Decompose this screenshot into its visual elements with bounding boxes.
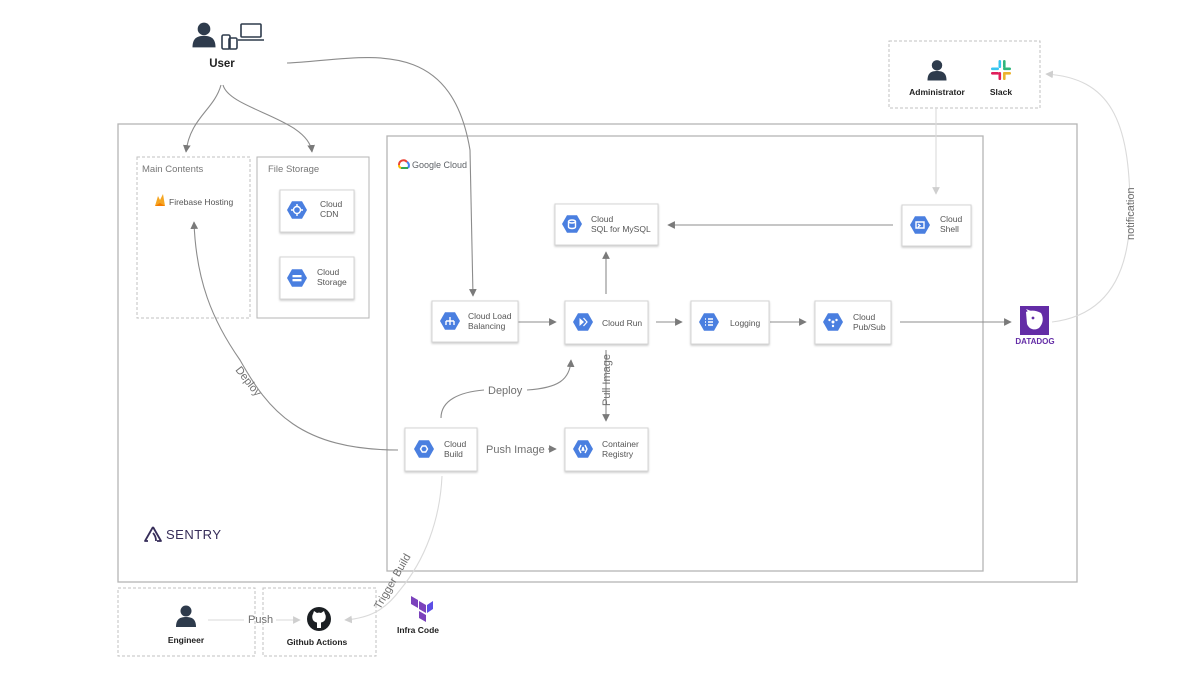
sentry-logo: SENTRY [144, 526, 222, 542]
cloud-pubsub-label-2: Pub/Sub [853, 322, 886, 332]
logging-label: Logging [730, 318, 761, 328]
edge-user-to-main-contents [182, 84, 222, 153]
administrator-label: Administrator [909, 87, 965, 97]
datadog-icon [1020, 306, 1049, 335]
infra-code-node: Infra Code [397, 596, 439, 635]
edge-build-to-cloud-run [440, 360, 571, 419]
cloud-cdn-label-2: CDN [320, 209, 338, 219]
pubsub-icon [823, 313, 843, 331]
cloud-cdn-icon [287, 201, 307, 219]
slack-icon [991, 60, 1011, 80]
cloud-shell-label-1: Cloud [940, 214, 962, 224]
container-registry-label-2: Registry [602, 449, 634, 459]
logging-icon [699, 313, 719, 331]
cloud-sql-label-2: SQL for MySQL [591, 224, 651, 234]
google-cloud-boundary [386, 135, 984, 572]
load-balancing-icon [440, 312, 460, 330]
cloud-build-label-1: Cloud [444, 439, 466, 449]
user-label: User [209, 58, 235, 70]
edge-label-push-image: Push Image [486, 444, 545, 456]
github-actions-label: Github Actions [287, 637, 348, 647]
cloud-shell-node: Cloud Shell [901, 204, 972, 247]
cloud-build-node: Cloud Build [404, 427, 478, 472]
main-contents-group [136, 156, 251, 319]
edge-build-to-firebase [190, 221, 399, 451]
infra-code-label: Infra Code [397, 625, 439, 635]
cloud-sql-node: Cloud SQL for MySQL [554, 203, 659, 246]
cloud-load-balancing-label-2: Balancing [468, 321, 506, 331]
cloud-cdn-node: Cloud CDN [279, 189, 355, 233]
datadog-node: DATADOG [1015, 306, 1055, 346]
edge-user-to-file-storage [222, 84, 315, 153]
slack-label: Slack [990, 87, 1012, 97]
firebase-icon [155, 194, 165, 206]
logging-node: Logging [690, 300, 770, 345]
github-icon [307, 607, 331, 631]
cloud-sql-icon [562, 215, 582, 233]
edge-github-to-build [344, 475, 443, 624]
cloud-load-balancing-node: Cloud Load Balancing [431, 300, 519, 343]
firebase-hosting-node: Firebase Hosting [155, 194, 234, 207]
cloud-run-icon [573, 313, 593, 331]
github-actions-node: Github Actions [287, 607, 348, 647]
cloud-pubsub-node: Cloud Pub/Sub [814, 300, 892, 345]
slack-node: Slack [990, 60, 1012, 97]
cloud-storage-label-2: Storage [317, 277, 347, 287]
edge-user-to-load-balancer [286, 57, 477, 297]
google-cloud-label: Google Cloud [412, 160, 467, 170]
google-cloud-logo: Google Cloud [398, 159, 467, 170]
edge-label-deploy-run: Deploy [488, 385, 523, 397]
edge-label-pull-image: Pull Image [601, 354, 613, 406]
edge-label-push: Push [248, 614, 273, 626]
cloud-run-node: Cloud Run [564, 300, 649, 345]
container-registry-icon [573, 440, 593, 458]
devices-icon [221, 23, 264, 50]
container-registry-label-1: Container [602, 439, 639, 449]
firebase-hosting-label: Firebase Hosting [169, 197, 234, 207]
google-cloud-icon [398, 159, 410, 169]
cloud-sql-label-1: Cloud [591, 214, 613, 224]
edge-datadog-to-slack [1045, 70, 1131, 323]
cloud-storage-node: Cloud Storage [279, 256, 355, 300]
cloud-run-label: Cloud Run [602, 318, 642, 328]
person-icon [192, 22, 216, 48]
cloud-load-balancing-label-1: Cloud Load [468, 311, 512, 321]
main-contents-title: Main Contents [142, 164, 204, 175]
sentry-icon [144, 526, 162, 542]
cloud-build-label-2: Build [444, 449, 463, 459]
cloud-cdn-label-1: Cloud [320, 199, 342, 209]
cloud-storage-label-1: Cloud [317, 267, 339, 277]
engineer-node: Engineer [168, 605, 205, 645]
user-node: User [192, 22, 264, 70]
cloud-build-icon [414, 440, 434, 458]
terraform-icon [411, 596, 433, 622]
cloud-shell-icon [910, 216, 930, 234]
engineer-label: Engineer [168, 635, 205, 645]
admin-slack-group [888, 40, 1041, 109]
container-registry-node: Container Registry [564, 427, 649, 472]
file-storage-title: File Storage [268, 164, 319, 175]
edge-label-notification: notification [1125, 187, 1137, 240]
cloud-pubsub-label-1: Cloud [853, 312, 875, 322]
datadog-label: DATADOG [1015, 337, 1054, 346]
cloud-shell-label-2: Shell [940, 224, 959, 234]
administrator-node: Administrator [909, 60, 966, 97]
sentry-label: SENTRY [166, 527, 222, 542]
cloud-storage-icon [287, 269, 307, 287]
